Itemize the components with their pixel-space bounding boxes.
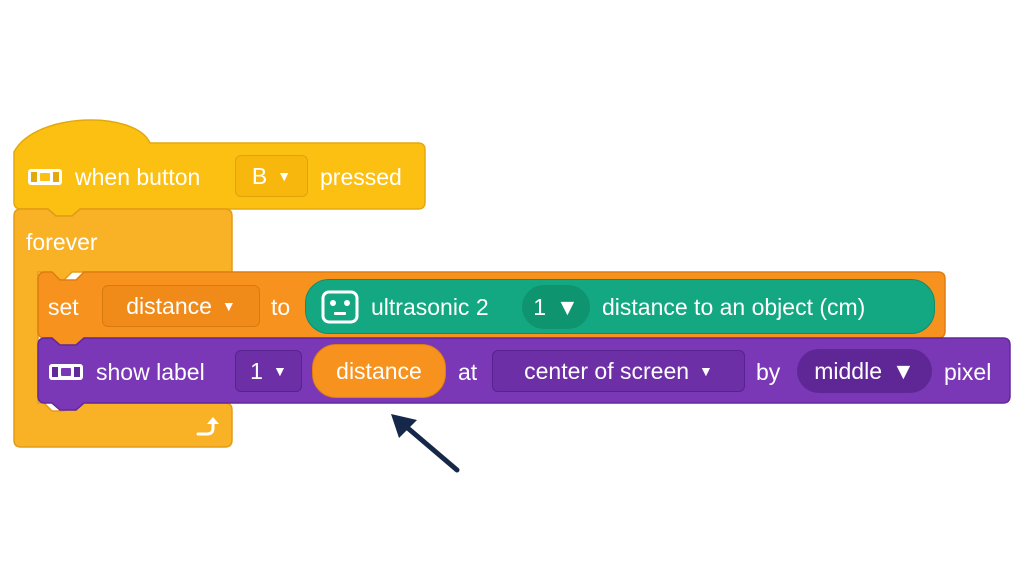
microbit-icon [49,364,83,380]
ultrasonic-suffix: distance to an object (cm) [602,294,866,320]
chevron-down-icon: ▼ [699,363,713,379]
port-dropdown[interactable]: 1 ▼ [522,285,590,329]
size-dropdown[interactable]: middle ▼ [797,349,932,393]
position-dropdown[interactable]: center of screen ▼ [492,350,745,392]
button-dropdown-value: B [251,162,268,189]
button-dropdown[interactable]: B ▼ [235,155,308,197]
chevron-down-icon: ▼ [892,357,915,384]
pointer-arrow-icon [391,414,460,473]
to-label: to [271,294,291,320]
forever-label: forever [26,229,98,255]
at-label: at [458,359,478,385]
loop-arrow-icon [196,417,219,436]
port-dropdown-value: 1 [533,293,547,320]
pixel-label: pixel [944,359,992,385]
hat-block-suffix: pressed [320,164,402,190]
show-label-text: show label [96,359,205,385]
variable-dropdown-value: distance [126,292,212,319]
chevron-down-icon: ▼ [277,168,292,184]
position-dropdown-value: center of screen [524,357,690,384]
ultrasonic-prefix: ultrasonic 2 [371,294,489,320]
forever-block-body [13,208,233,448]
by-label: by [756,359,781,385]
chevron-down-icon: ▼ [272,363,287,379]
variable-dropdown[interactable]: distance ▼ [102,285,260,327]
label-index-value: 1 [250,357,263,384]
microbit-icon [28,169,62,185]
hat-block-prefix: when button [75,164,201,190]
distance-variable-label: distance [336,357,422,384]
ultrasonic-reporter[interactable] [305,279,935,334]
distance-variable-reporter[interactable]: distance [312,344,446,398]
chevron-down-icon: ▼ [556,293,579,320]
chevron-down-icon: ▼ [221,298,236,314]
label-index-dropdown[interactable]: 1 ▼ [235,350,302,392]
set-label: set [48,294,79,320]
size-dropdown-value: middle [814,357,882,384]
ultrasonic-sensor-icon [321,290,359,324]
